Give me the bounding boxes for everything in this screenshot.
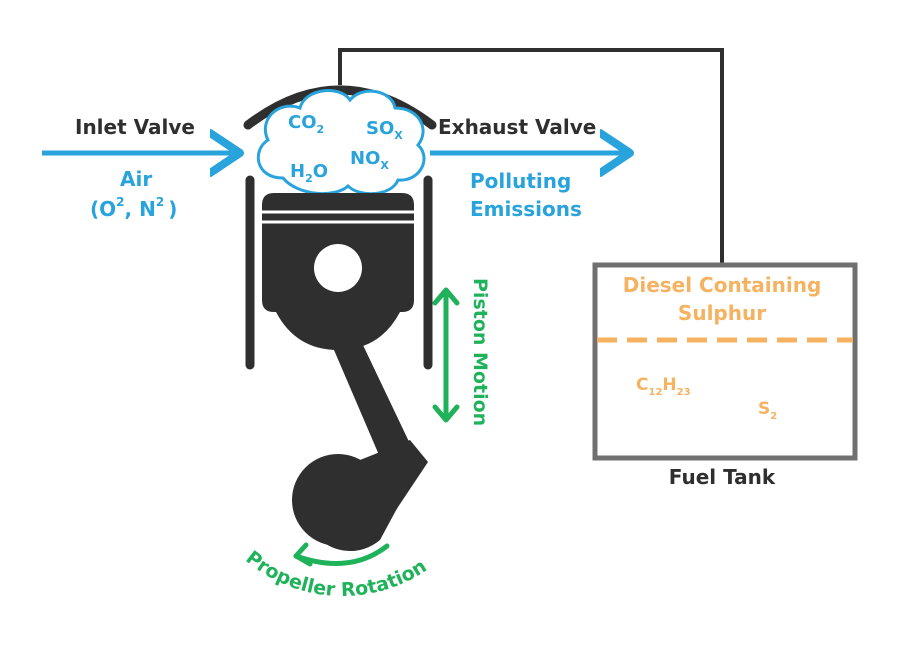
crank-body [292,454,384,546]
fuel-formula-s2: S2 [758,399,777,422]
emissions-label: Emissions [470,197,582,221]
propeller-rotation-label: Propeller Rotation [242,547,431,602]
exhaust-valve-label: Exhaust Valve [438,115,596,139]
gas-co2: CO2 [288,112,324,136]
piston-motion-arrowhead-up [432,287,460,306]
rotation-arrowhead [293,542,313,567]
fuel-line [338,48,724,265]
polluting-label: Polluting [470,169,571,193]
piston-motion-label: Piston Motion [469,278,491,426]
piston-pin-hole [314,244,362,292]
diesel-label-1: Diesel Containing [623,273,822,297]
fuel-formula-c12h23: C12H23 [636,375,691,398]
fuel-tank [592,262,858,461]
air-label: Air [120,167,152,191]
gas-h2o: H2O [290,161,328,185]
air-composition: (O2, N2) [90,195,177,221]
connecting-rod [322,322,412,462]
rotation-arrow [293,543,390,566]
gas-sox: SOX [366,118,403,142]
inlet-valve-label: Inlet Valve [75,115,195,139]
piston-motion-arrowhead-down [432,404,460,423]
diesel-label-2: Sulphur [678,301,766,325]
fuel-tank-label: Fuel Tank [669,465,776,489]
exhaust-cloud [256,89,426,196]
gas-nox: NOX [350,148,389,172]
crank-web [360,440,428,540]
